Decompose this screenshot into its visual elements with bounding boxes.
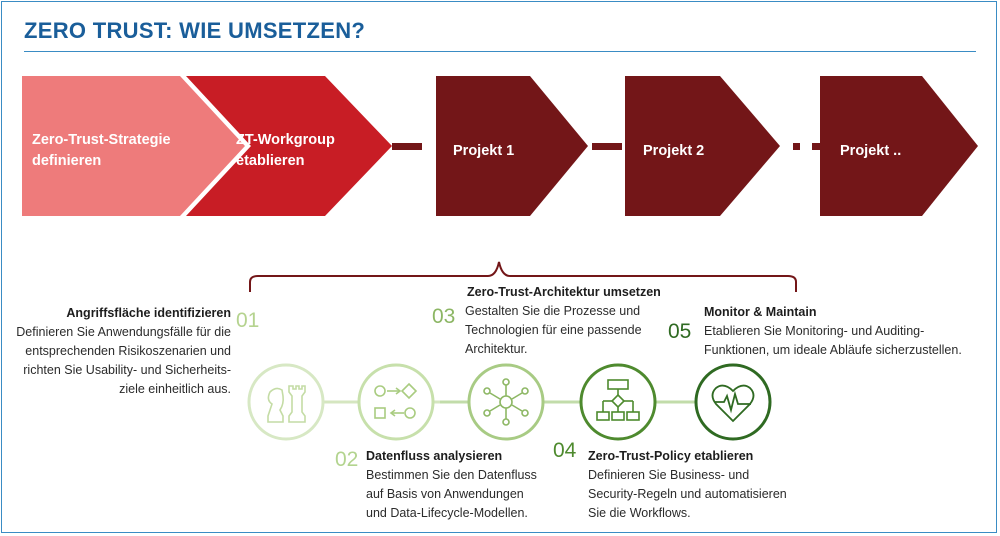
chevron-workgroup-line2: etablieren — [236, 153, 305, 169]
chevron-projekt-n-label: Projekt .. — [840, 143, 902, 159]
step-03-line: Technologien für eine passende — [465, 323, 642, 337]
step-01-line: Definieren Sie Anwendungsfälle für die — [16, 325, 231, 339]
step-03-circle — [467, 363, 545, 441]
step-01-text: Angriffsfläche identifizieren Definieren… — [16, 304, 231, 399]
chevron-projekt-1-label: Projekt 1 — [453, 143, 515, 159]
step-01-line: richten Sie Usability- und Sicherheits- — [23, 363, 231, 377]
chevron-workgroup — [186, 76, 392, 216]
step-05-number: 05 — [668, 320, 692, 343]
step-01-number: 01 — [236, 309, 260, 332]
step-02-text: Datenfluss analysieren Bestimmen Sie den… — [366, 447, 537, 523]
step-05-line: Funktionen, um ideale Abläufe sicherzust… — [704, 343, 962, 357]
flow-shapes-icon — [374, 382, 418, 419]
step-02-line: und Data-Lifecycle-Modellen. — [366, 506, 528, 520]
step-01-title: Angriffsfläche identifizieren — [66, 306, 231, 320]
step-03-number: 03 — [432, 305, 456, 328]
step-03-line: Gestalten Sie die Prozesse und — [465, 304, 641, 318]
chess-icon — [267, 385, 306, 423]
brace — [249, 261, 797, 292]
step-04-number: 04 — [553, 439, 577, 462]
step-03-text: Gestalten Sie die Prozesse und Technolog… — [465, 302, 642, 359]
step-05-title: Monitor & Maintain — [704, 305, 817, 319]
step-04-circle — [579, 363, 657, 441]
network-hub-icon — [483, 378, 529, 426]
step-04-line: Definieren Sie Business- und — [588, 468, 750, 482]
step-05-text: Monitor & Maintain Etablieren Sie Monito… — [704, 303, 962, 360]
step-05-line: Etablieren Sie Monitoring- und Auditing- — [704, 324, 925, 338]
chevron-workgroup-line1: ZT-Workgroup — [236, 132, 335, 148]
heartbeat-icon — [711, 384, 755, 423]
step-01-circle — [247, 363, 325, 441]
step-04-line: Sie die Workflows. — [588, 506, 691, 520]
chevron-workgroup-label: ZT-Workgroup etablieren — [236, 130, 335, 172]
chevron-strategy-label: Zero-Trust-Strategie definieren — [32, 130, 171, 172]
chevron-strategy-line2: definieren — [32, 153, 102, 169]
chevron-strategy-line1: Zero-Trust-Strategie — [32, 132, 171, 148]
step-05-circle — [694, 363, 772, 441]
step-04-line: Security-Regeln und automatisieren — [588, 487, 787, 501]
chevron-projekt-n — [820, 76, 978, 216]
step-02-circle — [357, 363, 435, 441]
flowchart-icon — [596, 379, 640, 421]
architecture-label: Zero-Trust-Architektur umsetzen — [467, 285, 661, 299]
step-03-line: Architektur. — [465, 342, 528, 356]
step-02-line: Bestimmen Sie den Datenfluss — [366, 468, 537, 482]
step-04-text: Zero-Trust-Policy etablieren Definieren … — [588, 447, 787, 523]
chevron-projekt-2 — [625, 76, 780, 216]
step-01-line: entsprechenden Risikoszenarien und — [25, 344, 231, 358]
step-01-line: ziele einheitlich aus. — [119, 382, 231, 396]
step-02-title: Datenfluss analysieren — [366, 449, 503, 463]
step-02-number: 02 — [335, 448, 359, 471]
step-02-line: auf Basis von Anwendungen — [366, 487, 524, 501]
step-04-title: Zero-Trust-Policy etablieren — [588, 449, 754, 463]
title-rule — [24, 51, 976, 52]
page-title: ZERO TRUST: WIE UMSETZEN? — [24, 18, 366, 43]
chevron-strategy — [22, 76, 245, 216]
chevron-projekt-1 — [436, 76, 588, 216]
chevron-projekt-2-label: Projekt 2 — [643, 143, 705, 159]
